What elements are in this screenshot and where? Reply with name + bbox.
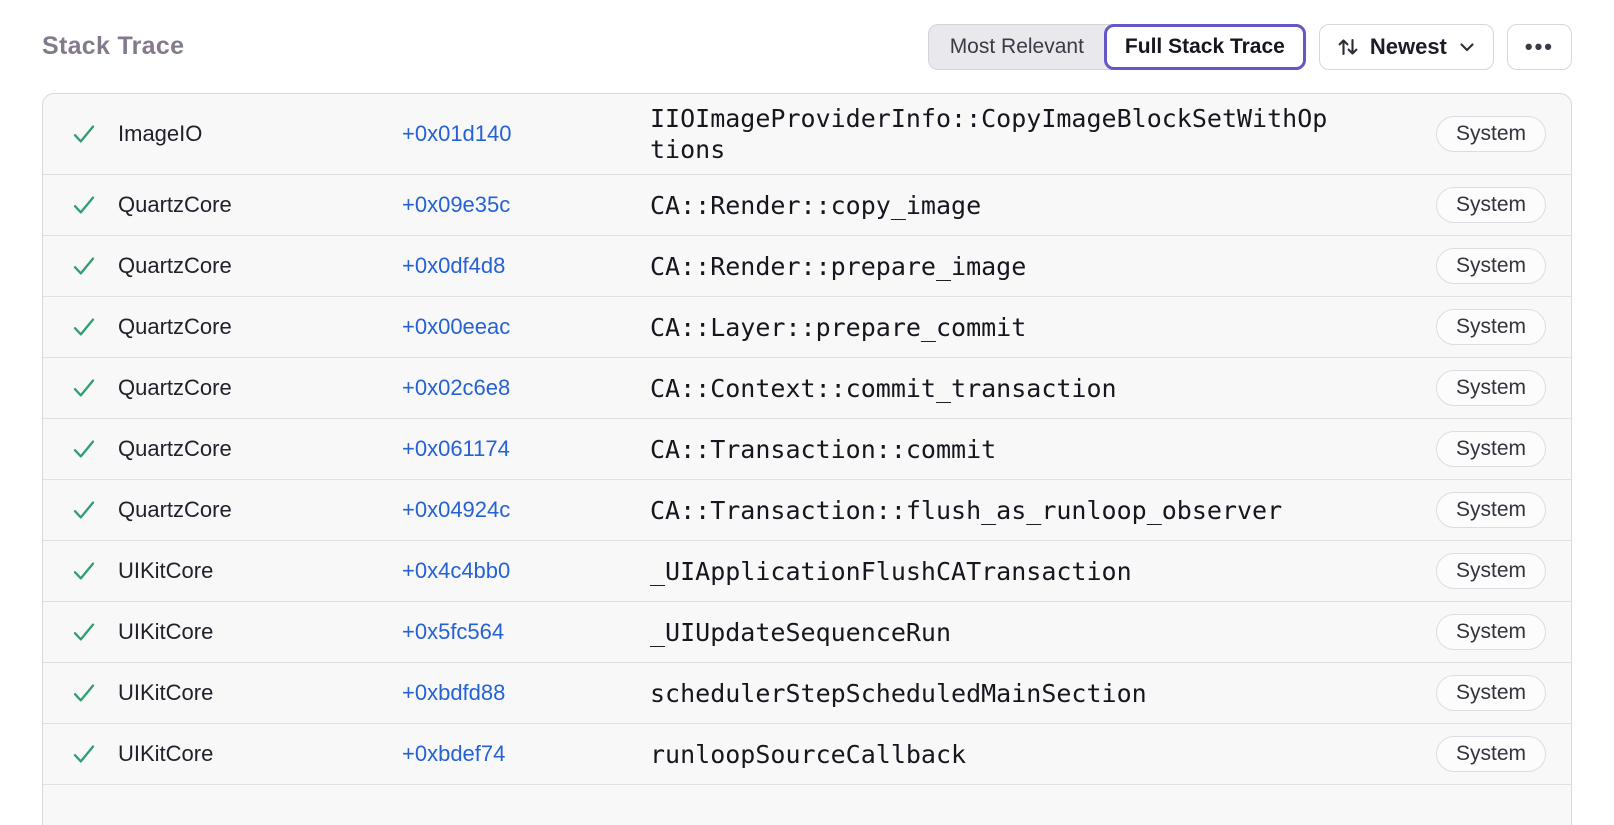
frame-row[interactable]: QuartzCore +0x04924c CA::Transaction::fl… <box>43 479 1571 540</box>
frame-address[interactable]: +0x02c6e8 <box>402 375 511 400</box>
check-icon <box>71 314 97 340</box>
check-icon <box>71 375 97 401</box>
frame-badge: System <box>1435 736 1546 772</box>
frame-module: UIKitCore <box>118 741 214 766</box>
frame-function: _UIUpdateSequenceRun <box>650 617 952 647</box>
frame-badge: System <box>1435 116 1546 152</box>
frame-function: CA::Render::copy_image <box>650 190 982 220</box>
check-icon <box>71 253 97 279</box>
frame-address[interactable]: +0x0df4d8 <box>402 253 506 278</box>
check-icon <box>71 619 97 645</box>
check-icon <box>71 192 97 218</box>
frame-module: QuartzCore <box>118 375 232 400</box>
frame-address[interactable]: +0x4c4bb0 <box>402 558 511 583</box>
frame-address[interactable]: +0x00eeac <box>402 314 511 339</box>
frame-module: QuartzCore <box>118 192 232 217</box>
frame-row[interactable]: ImageIO +0x01d140 IIOImageProviderInfo::… <box>43 94 1571 174</box>
stack-trace-list: ImageIO +0x01d140 IIOImageProviderInfo::… <box>43 94 1571 784</box>
frame-row[interactable]: QuartzCore +0x061174 CA::Transaction::co… <box>43 418 1571 479</box>
frame-function: CA::Render::prepare_image <box>650 251 1027 281</box>
frame-address[interactable]: +0x061174 <box>402 436 510 461</box>
frame-function: CA::Layer::prepare_commit <box>650 312 1027 342</box>
frame-badge: System <box>1435 187 1546 223</box>
frame-row[interactable]: UIKitCore +0x5fc564 _UIUpdateSequenceRun… <box>43 601 1571 662</box>
frame-address[interactable]: +0x09e35c <box>402 192 511 217</box>
frame-badge: System <box>1435 309 1546 345</box>
frame-module: UIKitCore <box>118 619 214 644</box>
frame-badge: System <box>1435 431 1546 467</box>
frame-badge: System <box>1435 492 1546 528</box>
view-toggle: Most Relevant Full Stack Trace <box>927 23 1306 70</box>
frame-row[interactable]: QuartzCore +0x02c6e8 CA::Context::commit… <box>43 357 1571 418</box>
frame-row[interactable]: QuartzCore +0x00eeac CA::Layer::prepare_… <box>43 296 1571 357</box>
frame-function: CA::Transaction::flush_as_runloop_observ… <box>650 495 1283 525</box>
frame-badge: System <box>1435 248 1546 284</box>
frame-function: schedulerStepScheduledMainSection <box>650 678 1147 708</box>
chevron-down-icon <box>1456 36 1478 58</box>
frame-row[interactable]: QuartzCore +0x09e35c CA::Render::copy_im… <box>43 174 1571 235</box>
frame-address[interactable]: +0xbdef74 <box>402 741 506 766</box>
frame-function: runloopSourceCallback <box>650 739 967 769</box>
frame-row[interactable]: UIKitCore +0x4c4bb0 _UIApplicationFlushC… <box>43 540 1571 601</box>
frame-row[interactable]: UIKitCore +0xbdfd88 schedulerStepSchedul… <box>43 662 1571 723</box>
frame-badge: System <box>1435 370 1546 406</box>
frame-address[interactable]: +0xbdfd88 <box>402 680 506 705</box>
sort-dropdown-label: Newest <box>1369 33 1447 59</box>
frame-module: QuartzCore <box>118 253 232 278</box>
frame-function: CA::Transaction::commit <box>650 434 997 464</box>
check-icon <box>71 497 97 523</box>
sort-arrows-icon <box>1335 34 1361 60</box>
frame-address[interactable]: +0x04924c <box>402 497 511 522</box>
check-icon <box>71 741 97 767</box>
check-icon <box>71 558 97 584</box>
frame-row[interactable]: UIKitCore +0xbdef74 runloopSourceCallbac… <box>43 723 1571 784</box>
sort-dropdown-button[interactable]: Newest <box>1318 23 1494 70</box>
next-frame-partial-row <box>43 784 1571 825</box>
check-icon <box>71 680 97 706</box>
frame-module: ImageIO <box>118 121 203 146</box>
frame-module: UIKitCore <box>118 558 214 583</box>
page-title: Stack Trace <box>42 32 185 60</box>
check-icon <box>71 436 97 462</box>
frame-address[interactable]: +0x01d140 <box>402 121 512 146</box>
frame-address[interactable]: +0x5fc564 <box>402 619 505 644</box>
more-options-icon: ••• <box>1524 33 1554 59</box>
frame-badge: System <box>1435 614 1546 650</box>
stack-trace-card: ImageIO +0x01d140 IIOImageProviderInfo::… <box>42 93 1572 825</box>
frame-function: IIOImageProviderInfo::CopyImageBlockSetW… <box>650 104 1328 164</box>
frame-module: QuartzCore <box>118 314 232 339</box>
most-relevant-button[interactable]: Most Relevant <box>929 25 1105 69</box>
frame-badge: System <box>1435 675 1546 711</box>
more-options-button[interactable]: ••• <box>1506 23 1572 70</box>
full-stack-trace-button[interactable]: Full Stack Trace <box>1103 23 1306 70</box>
frame-row[interactable]: QuartzCore +0x0df4d8 CA::Render::prepare… <box>43 235 1571 296</box>
frame-function: _UIApplicationFlushCATransaction <box>650 556 1132 586</box>
frame-module: QuartzCore <box>118 497 232 522</box>
frame-module: UIKitCore <box>118 680 214 705</box>
check-icon <box>71 121 97 147</box>
header-controls: Most Relevant Full Stack Trace Newest ••… <box>927 23 1572 70</box>
frame-badge: System <box>1435 553 1546 589</box>
frame-module: QuartzCore <box>118 436 232 461</box>
frame-function: CA::Context::commit_transaction <box>650 373 1117 403</box>
stack-trace-header: Stack Trace Most Relevant Full Stack Tra… <box>0 0 1614 93</box>
